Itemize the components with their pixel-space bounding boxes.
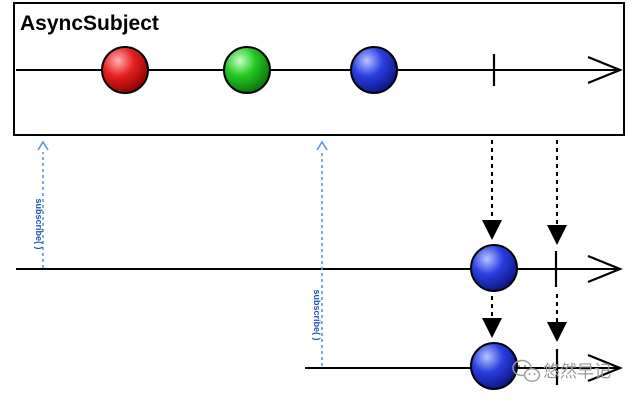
wechat-icon [512, 359, 541, 382]
subscribe-label-1: subscribe( ) [34, 198, 44, 249]
subscriber-2-blue-marble [470, 342, 518, 390]
watermark-text: 悠然早记 [543, 362, 611, 382]
emission-arrow-1 [482, 140, 502, 240]
subscriber-1-timeline [16, 254, 623, 284]
green-marble [223, 46, 271, 94]
diagram-title: AsyncSubject [20, 12, 159, 35]
subscriber-2-timeline [305, 353, 623, 383]
subscribe-label-2: subscribe( ) [312, 289, 322, 340]
emission-arrow-2 [482, 296, 502, 338]
watermark: 悠然早记 [512, 359, 611, 382]
subscribe-arrow-1 [37, 140, 49, 268]
blue-marble [350, 46, 398, 94]
completion-arrow-2 [547, 294, 567, 342]
red-marble [101, 46, 149, 94]
subscribe-arrow-2 [316, 140, 328, 366]
completion-arrow-1 [547, 140, 567, 245]
subscriber-1-blue-marble [470, 244, 518, 292]
